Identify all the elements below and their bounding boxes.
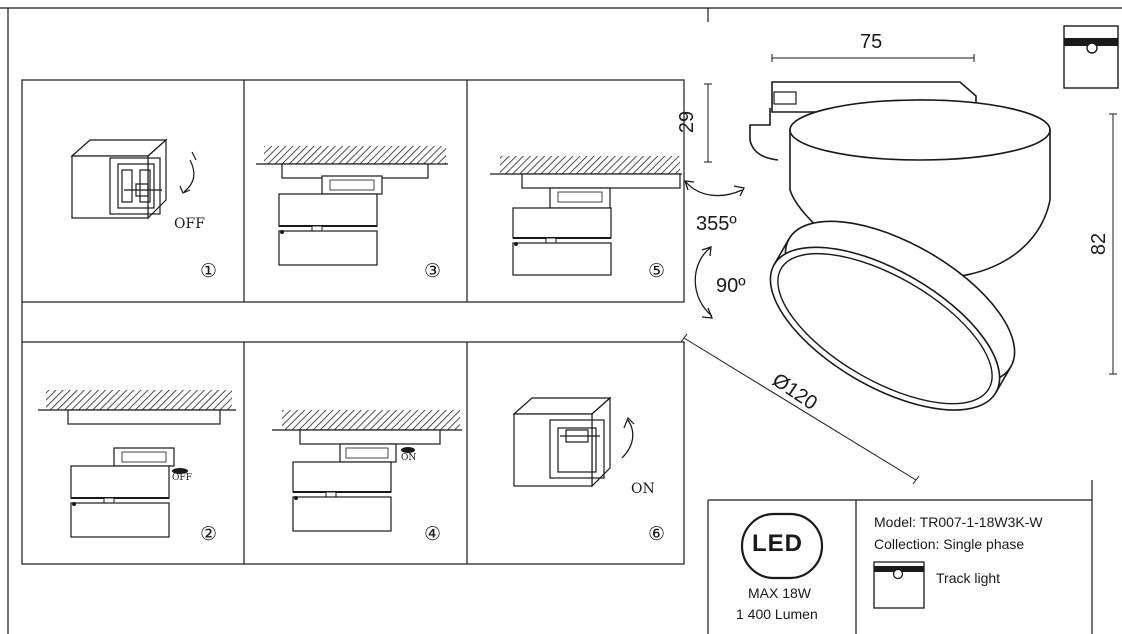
dimension-base-height: 29 xyxy=(676,110,699,134)
step-6-switch-on xyxy=(512,396,635,488)
rotation-vertical-label: 90º xyxy=(716,275,746,297)
dimension-width: 75 xyxy=(860,31,883,53)
step-3-mount xyxy=(256,146,448,266)
max-power: MAX 18W xyxy=(748,585,812,601)
step-4-lock xyxy=(272,410,462,532)
step-number-1: ① xyxy=(200,260,218,282)
track-light-small-icon xyxy=(873,561,925,609)
dimension-lines xyxy=(680,54,1117,485)
page-frame xyxy=(0,7,1122,634)
rotation-horizontal-label: 355º xyxy=(696,213,737,235)
step-number-2: ② xyxy=(200,523,218,545)
step-number-5: ⑤ xyxy=(648,260,666,282)
step-2-attach xyxy=(38,390,236,538)
steps-grid xyxy=(21,79,685,565)
step-number-6: ⑥ xyxy=(648,523,666,545)
lumen-output: 1 400 Lumen xyxy=(736,606,818,622)
led-badge: LED xyxy=(752,530,803,557)
step-5-installed xyxy=(490,156,682,276)
step-number-4: ④ xyxy=(424,523,442,545)
step-2-off-label: OFF xyxy=(172,473,192,483)
step-1-off-label: OFF xyxy=(174,216,205,232)
product-drawing xyxy=(749,81,1051,411)
collection-name: Collection: Single phase xyxy=(874,536,1025,552)
step-4-on-label: ON xyxy=(401,453,417,463)
step-1-switch-off xyxy=(70,138,197,220)
info-panel xyxy=(707,499,1092,634)
track-light-icon xyxy=(1063,25,1119,89)
dimension-total-height: 82 xyxy=(1088,232,1111,256)
model-number: Model: TR007-1-18W3K-W xyxy=(874,514,1043,530)
step-6-on-label: ON xyxy=(631,481,655,497)
step-number-3: ③ xyxy=(424,260,442,282)
product-type: Track light xyxy=(936,570,1001,586)
